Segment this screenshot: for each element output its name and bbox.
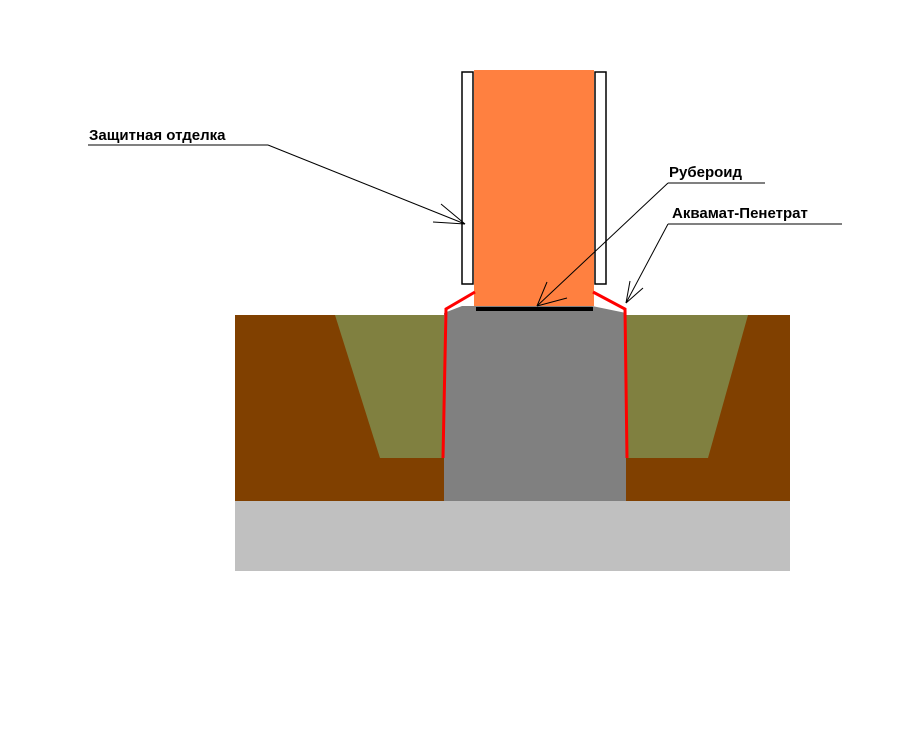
waterproofing-line-right bbox=[592, 290, 629, 459]
leader-roofing-felt-line bbox=[536, 182, 669, 307]
leader-protective-finish-line bbox=[267, 144, 466, 225]
label-roofing-felt: Рубероид bbox=[669, 164, 743, 181]
base-layer bbox=[235, 500, 790, 571]
leader-aquamat-penetrat-line bbox=[625, 223, 669, 304]
backfill-right bbox=[626, 315, 748, 458]
protective-finish-panel-left bbox=[461, 71, 474, 285]
leader-aquamat-penetrat-arrow-a bbox=[625, 280, 631, 304]
leader-protective-finish bbox=[88, 144, 466, 225]
backfill-left bbox=[335, 315, 444, 458]
waterproofing-line-left bbox=[441, 290, 476, 459]
leader-aquamat-penetrat-arrow-b bbox=[625, 287, 644, 304]
leader-roofing-felt-arrow-a bbox=[536, 297, 568, 307]
label-protective-finish: Защитная отделка bbox=[89, 127, 226, 144]
leader-protective-finish-arrow-a bbox=[432, 221, 466, 225]
leader-protective-finish-arrow-b bbox=[440, 203, 466, 225]
protective-finish-panel-right bbox=[594, 71, 607, 285]
leader-roofing-felt-arrow-b bbox=[536, 281, 548, 307]
foundation-concrete bbox=[444, 306, 626, 501]
brick-wall bbox=[474, 70, 594, 306]
leader-aquamat-penetrat bbox=[625, 223, 842, 304]
leader-roofing-felt bbox=[536, 182, 765, 307]
label-aquamat-penetrat: Аквамат-Пенетрат bbox=[672, 205, 808, 222]
